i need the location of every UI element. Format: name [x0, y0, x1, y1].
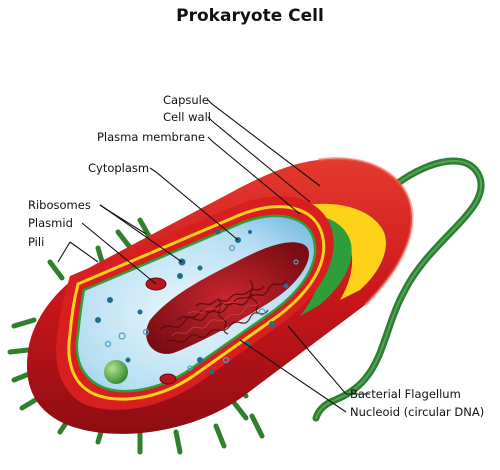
label-capsule: Capsule	[163, 93, 209, 107]
label-plasma-membrane: Plasma membrane	[97, 130, 205, 144]
leader-lines	[57, 99, 370, 413]
label-plasmid: Plasmid	[28, 216, 73, 230]
cell-wall-layer	[262, 203, 386, 300]
label-cytoplasm: Cytoplasm	[88, 161, 149, 175]
plasmid	[145, 277, 177, 385]
inclusion-granule	[104, 360, 128, 384]
nucleoid	[146, 242, 310, 354]
label-nucleoid: Nucleoid (circular DNA)	[350, 405, 484, 419]
label-ribosomes: Ribosomes	[28, 198, 91, 212]
label-flagellum: Bacterial Flagellum	[350, 387, 461, 401]
label-cell-wall: Cell wall	[163, 110, 211, 124]
label-pili: Pili	[28, 235, 44, 249]
diagram-title: Prokaryote Cell	[176, 6, 324, 26]
